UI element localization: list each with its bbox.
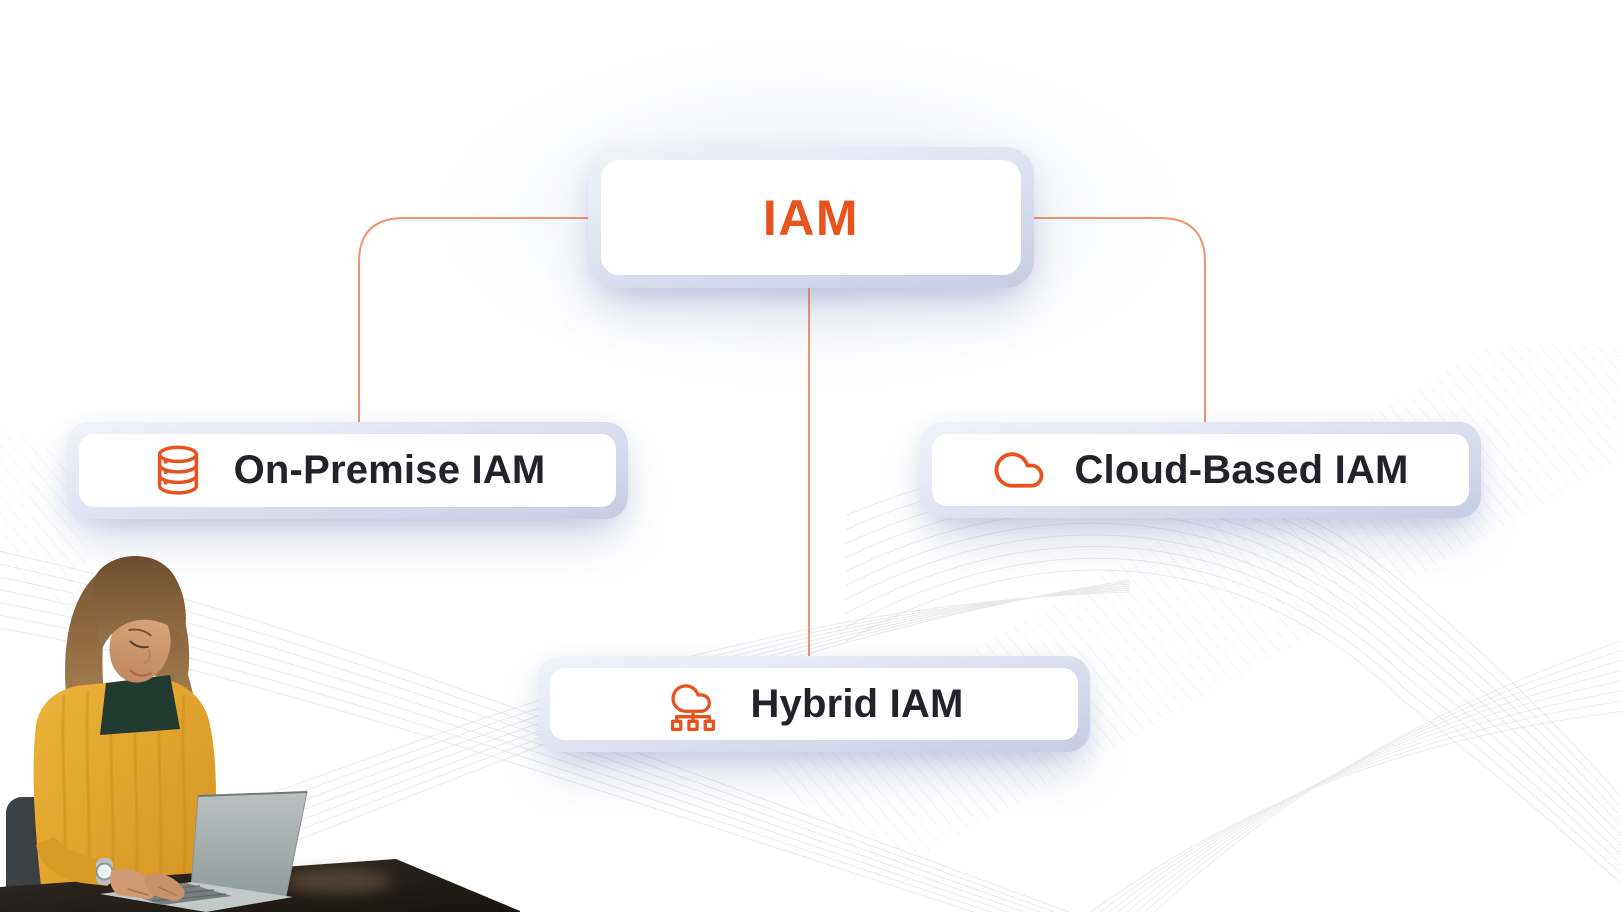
woman-forearm (36, 837, 185, 901)
turtleneck (100, 675, 180, 735)
connector-left (358, 217, 588, 423)
node-hybrid-label: Hybrid IAM (750, 681, 964, 726)
database-icon (150, 443, 206, 499)
node-on-premise-label: On-Premise IAM (233, 448, 546, 492)
node-iam: IAM (588, 147, 1034, 288)
node-cloud-based-iam: Cloud-Based IAM (920, 422, 1481, 518)
node-cloud-based-label: Cloud-Based IAM (1074, 447, 1409, 492)
hatch-band-left (0, 425, 85, 625)
node-hybrid-iam: Hybrid IAM (538, 656, 1090, 752)
woman-hair-front (94, 556, 186, 649)
node-iam-label: IAM (762, 189, 860, 246)
hybrid-cloud-network-icon (664, 675, 722, 733)
cloud-icon (992, 443, 1046, 497)
connector-right (1034, 217, 1206, 423)
hands (110, 868, 185, 901)
node-on-premise-iam: On-Premise IAM (67, 422, 628, 519)
woman-laptop-photo (0, 545, 660, 912)
arc-lines-corner (1090, 640, 1621, 912)
wave-lines-right (844, 464, 1621, 885)
sweater-knit-texture (61, 684, 187, 886)
woman-face (109, 607, 171, 683)
